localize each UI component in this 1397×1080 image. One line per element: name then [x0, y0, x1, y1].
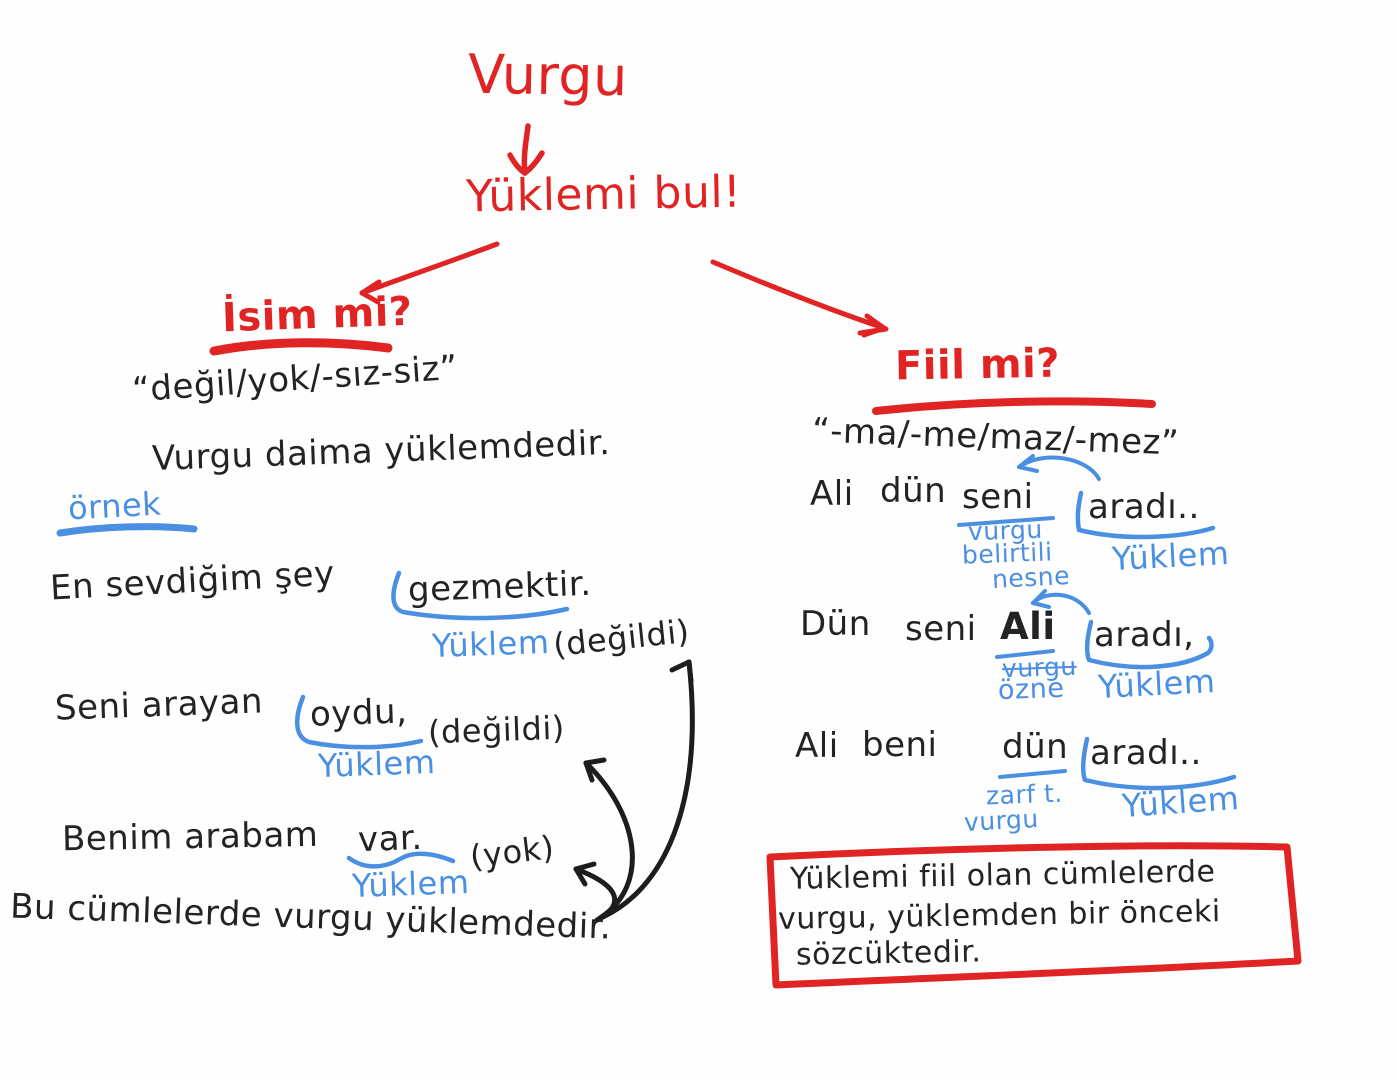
- right-example-2-predicate: aradı,: [1094, 615, 1195, 655]
- right-example-3-predicate-label: Yüklem: [1120, 778, 1241, 826]
- bracket-oydu: [295, 694, 424, 750]
- bracket-aradi-3: [1081, 736, 1237, 791]
- right-example-3-word-1: Ali: [795, 726, 839, 766]
- bracket-aradi-1: [1075, 490, 1216, 540]
- underline-seni: [957, 516, 1055, 527]
- right-example-1-predicate-label: Yüklem: [1111, 533, 1231, 579]
- down-arrow-icon: [507, 123, 545, 176]
- right-example-3-stressed-word: dün: [1002, 727, 1069, 767]
- right-example-1-word-2: dün: [880, 471, 947, 511]
- page-title: Vurgu: [467, 42, 629, 109]
- right-example-1-stress-label-3: nesne: [991, 560, 1071, 595]
- isim-underline: [209, 338, 393, 356]
- right-example-3-word-2: beni: [862, 725, 938, 765]
- right-example-2-predicate-label: Yüklem: [1097, 661, 1217, 707]
- fiil-underline: [872, 397, 1156, 415]
- left-example-2-predicate-label: Yüklem: [317, 742, 437, 786]
- pointer-arrow-short-icon: [573, 861, 618, 923]
- flow-subtitle: Yüklemi bul!: [465, 166, 742, 223]
- underline-dun: [998, 769, 1067, 779]
- left-example-3-predicate: var.: [357, 817, 424, 861]
- arrow-right-branch-icon: [710, 259, 889, 338]
- bracket-aradi-2: [1085, 619, 1214, 670]
- left-example-2-predicate: oydu,: [309, 691, 409, 735]
- pointer-arrow-mid-icon: [583, 757, 635, 921]
- right-example-2-stressed-word: Ali: [1000, 605, 1056, 648]
- left-example-1-predicate-label: Yüklem: [431, 622, 551, 666]
- right-example-1-stressed-word: seni: [962, 477, 1034, 517]
- left-example-2-sentence: Seni arayan: [54, 681, 264, 729]
- right-example-3-predicate: aradı..: [1090, 733, 1202, 773]
- note-box-line-2: vurgu, yüklemden bir önceki: [777, 894, 1221, 937]
- note-box-line-1: Yüklemi fiil olan cümlelerde: [789, 854, 1216, 897]
- pointer-arrow-tall-icon: [600, 659, 695, 920]
- right-example-1-word-1: Ali: [810, 474, 854, 514]
- ornek-underline: [56, 523, 198, 537]
- left-branch-heading: İsim mi?: [221, 288, 414, 342]
- right-example-2-stress-label-2: özne: [997, 672, 1065, 707]
- curve-arrow-to-seni-icon: [1017, 454, 1101, 481]
- left-example-3-predicate-label: Yüklem: [351, 862, 471, 906]
- right-example-1-predicate: aradı..: [1088, 487, 1200, 527]
- note-box-line-3: sözcüktedir.: [795, 934, 982, 973]
- right-example-3-stress-label-2: vurgu: [963, 804, 1040, 837]
- right-example-2-word-2: seni: [905, 609, 977, 649]
- bracket-gezmektir: [391, 570, 570, 621]
- right-branch-heading: Fiil mi?: [894, 340, 1061, 390]
- note-box-border: [766, 842, 1302, 989]
- left-example-2-alt: (değildi): [427, 708, 566, 752]
- left-example-3-sentence: Benim arabam: [61, 814, 319, 860]
- underline-ali: [995, 649, 1055, 659]
- left-example-1-predicate: gezmektir.: [407, 563, 593, 611]
- right-example-2-word-1: Dün: [800, 604, 871, 644]
- underline-var: [346, 851, 456, 869]
- curve-arrow-to-ali-icon: [1031, 589, 1091, 615]
- example-label: örnek: [67, 484, 163, 528]
- arrow-left-branch-icon: [359, 241, 500, 305]
